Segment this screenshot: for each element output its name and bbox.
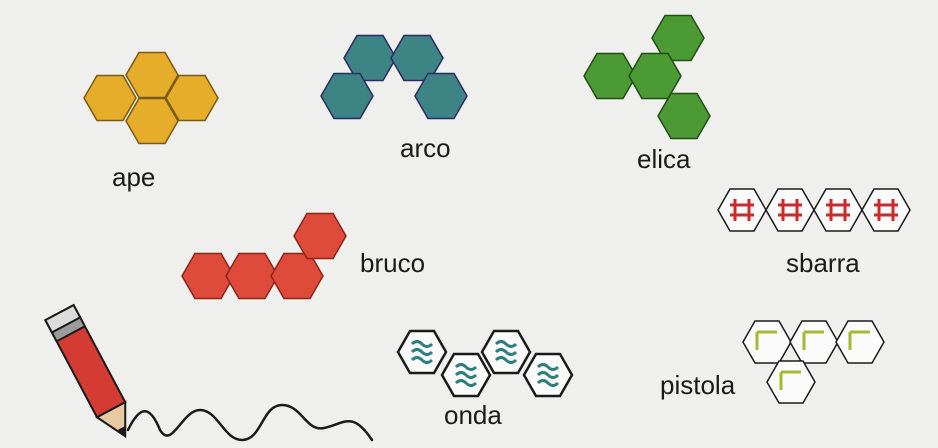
pencil-icon bbox=[44, 303, 127, 439]
shape-pistola bbox=[742, 320, 885, 404]
label-elica: elica bbox=[637, 144, 691, 174]
label-onda: onda bbox=[444, 400, 502, 430]
shape-sbarra bbox=[717, 188, 911, 232]
shape-onda bbox=[396, 329, 574, 398]
shape-elica bbox=[583, 14, 711, 140]
label-arco: arco bbox=[400, 133, 451, 163]
shape-ape bbox=[83, 51, 219, 145]
wavy-line bbox=[126, 403, 374, 442]
shape-bruco bbox=[181, 212, 347, 300]
label-pistola: pistola bbox=[660, 370, 736, 400]
shape-arco bbox=[320, 34, 468, 120]
label-ape: ape bbox=[112, 162, 155, 192]
label-sbarra: sbarra bbox=[786, 248, 860, 278]
label-bruco: bruco bbox=[360, 248, 425, 278]
